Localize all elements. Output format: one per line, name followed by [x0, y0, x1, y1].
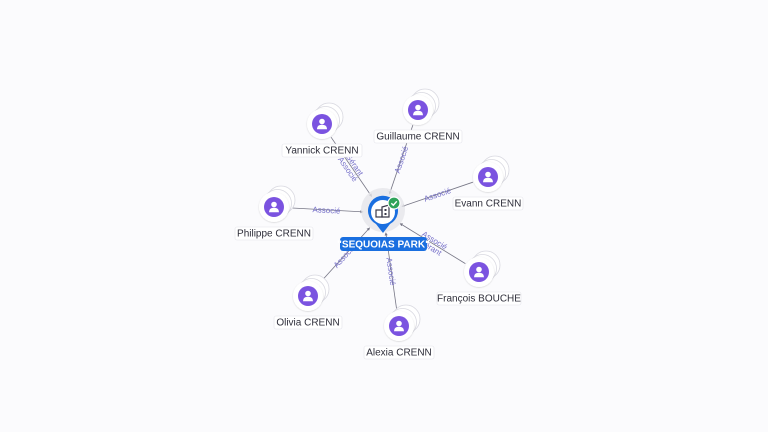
edge-francois-bouche — [399, 223, 466, 264]
person-node-yannick-crenn[interactable]: Yannick CRENN — [281, 102, 363, 158]
person-label-box — [373, 129, 463, 144]
person-node-alexia-crenn[interactable]: Alexia CRENN — [363, 304, 435, 360]
person-name: Evann CRENN — [455, 199, 522, 210]
person-label-box — [281, 143, 363, 158]
edge-evann-crenn — [401, 181, 473, 208]
person-icon — [413, 104, 423, 116]
edge-philippe-crenn — [289, 207, 364, 214]
person-icon — [483, 171, 493, 183]
person-name: Guillaume CRENN — [376, 132, 459, 143]
person-icon — [474, 266, 484, 278]
person-icon — [303, 290, 313, 302]
company-node[interactable]: "SEQUOIAS PARK" — [337, 188, 430, 251]
person-name: Olivia CRENN — [276, 318, 339, 329]
nodes-layer: Yannick CRENN Guillaume CRENN Evann CRENN F… — [234, 88, 524, 360]
company-label: "SEQUOIAS PARK" — [337, 240, 430, 251]
person-label-box — [452, 196, 524, 211]
person-name: Yannick CRENN — [285, 146, 358, 157]
person-node-evann-crenn[interactable]: Evann CRENN — [452, 155, 524, 211]
edge-label-philippe-crenn: Associé — [312, 205, 341, 216]
check-icon — [387, 196, 401, 210]
person-node-olivia-crenn[interactable]: Olivia CRENN — [273, 274, 343, 330]
person-label-box — [234, 226, 314, 241]
person-node-guillaume-crenn[interactable]: Guillaume CRENN — [373, 88, 463, 144]
edge-label-alexia-crenn: Associé — [384, 257, 397, 287]
person-label-box — [436, 291, 522, 306]
person-name: Philippe CRENN — [237, 229, 311, 240]
person-name: Alexia CRENN — [366, 348, 432, 359]
person-node-francois-bouche[interactable]: François BOUCHE — [436, 250, 522, 306]
person-node-philippe-crenn[interactable]: Philippe CRENN — [234, 185, 314, 241]
person-icon — [269, 201, 279, 213]
person-name: François BOUCHE — [437, 294, 521, 305]
person-icon — [394, 320, 404, 332]
company-label-box — [340, 237, 427, 251]
person-label-box — [273, 315, 343, 330]
person-icon — [317, 118, 327, 130]
edge-label-guillaume-crenn: Associé — [393, 144, 411, 174]
edge-label-evann-crenn: Associé — [423, 186, 453, 204]
person-label-box — [363, 345, 435, 360]
